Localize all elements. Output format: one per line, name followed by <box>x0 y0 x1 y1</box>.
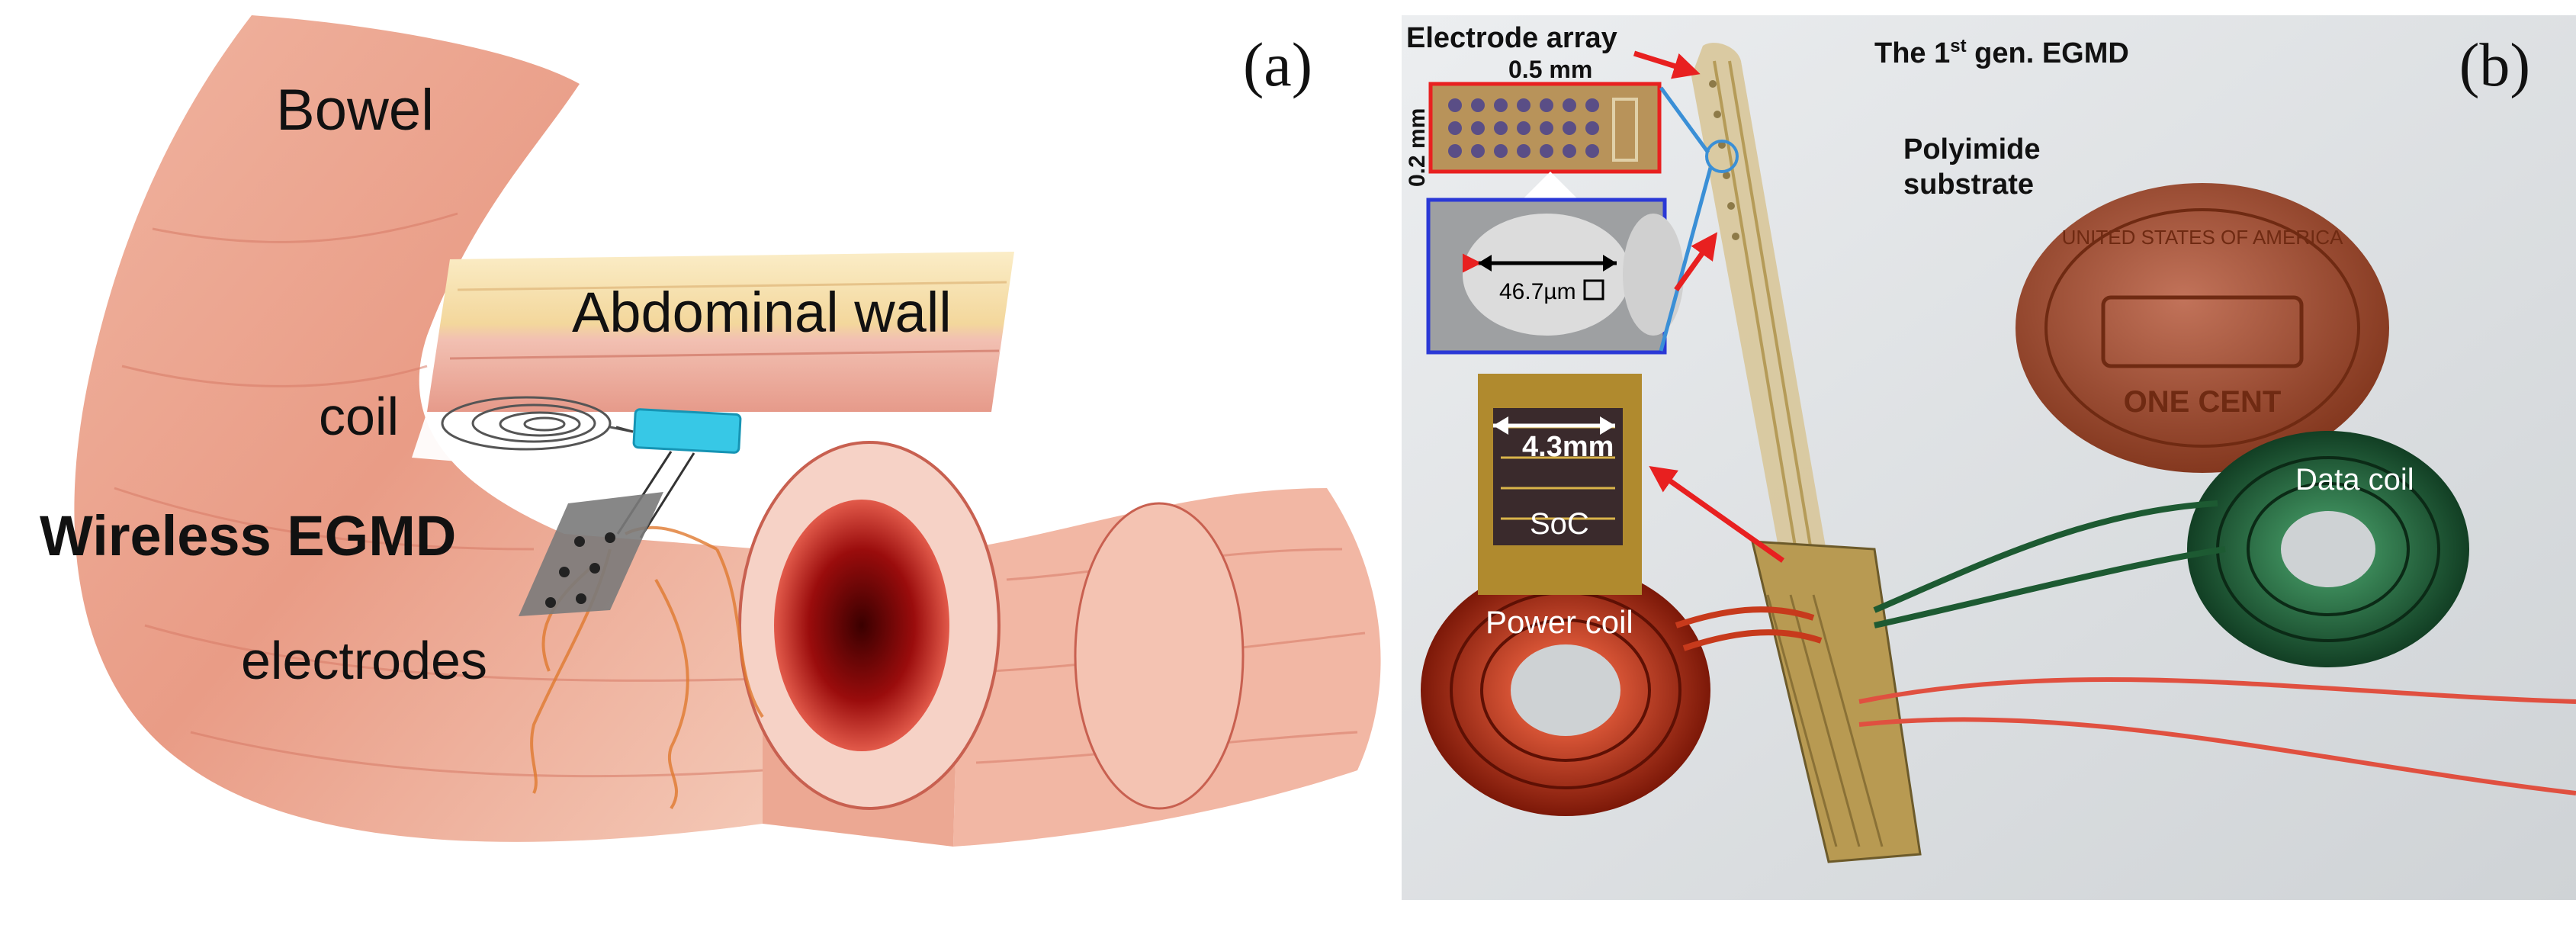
soc-label: SoC <box>1530 507 1589 541</box>
magnify-circle <box>1705 140 1739 173</box>
panel-b-photo: UNITED STATES OF AMERICA ONE CENT <box>1402 15 2576 900</box>
coil-label: coil <box>319 387 399 446</box>
sem-micrograph-inset: 46.7µm <box>1426 172 1684 355</box>
abdominal-wall <box>427 252 1014 412</box>
panel-b-label: (b) <box>2459 32 2530 99</box>
height-dim-label: 0.2 mm <box>1405 108 1430 187</box>
penny-text-top: UNITED STATES OF AMERICA <box>2062 226 2344 249</box>
electrode-array-arrow <box>1633 50 1701 79</box>
power-coil-label: Power coil <box>1486 604 1633 640</box>
electrode-array-label: Electrode array <box>1406 22 1617 54</box>
data-coil <box>2187 431 2469 667</box>
electrode-array-inset <box>1428 82 1662 174</box>
polyimide-arrow <box>1674 232 1718 292</box>
bowel-tube <box>74 15 1381 847</box>
soc-dim-label: 4.3mm <box>1522 431 1614 463</box>
soc-arrow <box>1649 465 1785 563</box>
polyimide-label-line2: substrate <box>1903 169 2034 201</box>
power-coil <box>1421 564 1710 816</box>
penny-coin: UNITED STATES OF AMERICA ONE CENT <box>2016 183 2389 473</box>
device-label: Wireless EGMD <box>40 504 456 567</box>
panel-a-illustration: (a) Bowel Abdominal wall coil Wireless E… <box>40 15 1381 847</box>
panel-b-title: The 1st gen. EGMD <box>1874 36 2129 69</box>
bowel-label: Bowel <box>276 78 434 143</box>
micro-dim-label: 46.7µm <box>1499 279 1576 304</box>
abdominal-wall-label: Abdominal wall <box>572 281 952 344</box>
panel-a-label: (a) <box>1243 30 1312 99</box>
electrodes-label: electrodes <box>241 631 487 690</box>
wireless-chip-icon <box>615 408 742 454</box>
data-coil-label: Data coil <box>2295 463 2414 497</box>
polyimide-label-line1: Polyimide <box>1903 133 2041 166</box>
implant-coil-icon <box>441 396 634 451</box>
soc-chip-inset: 4.3mm SoC <box>1478 374 1642 595</box>
electrode-patch-icon <box>519 492 663 616</box>
penny-text-bottom: ONE CENT <box>2124 385 2282 419</box>
width-dim-label: 0.5 mm <box>1508 56 1592 83</box>
bowel-lumen <box>774 500 949 751</box>
polyimide-probe <box>1691 43 1829 572</box>
